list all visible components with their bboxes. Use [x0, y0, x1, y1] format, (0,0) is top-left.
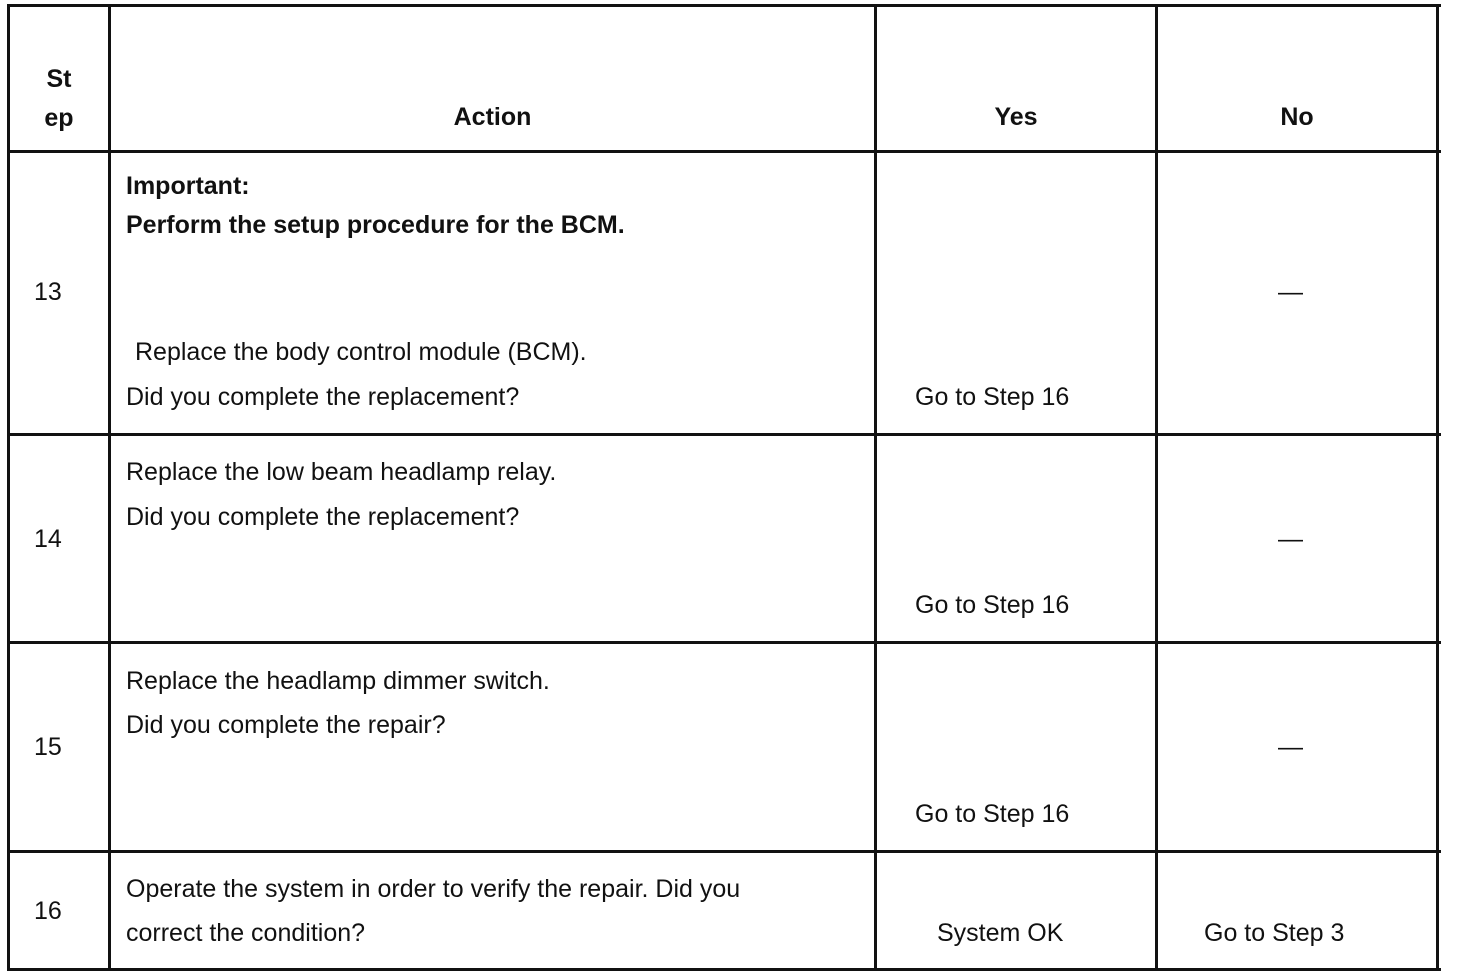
no-result: Go to Step 3 — [1204, 919, 1345, 947]
header-no: No — [1280, 103, 1314, 131]
action-text: Replace the headlamp dimmer switch. — [126, 667, 550, 695]
table-border-right — [1436, 4, 1439, 971]
header-step-line-1: St — [46, 65, 72, 93]
no-result: — — [1278, 525, 1303, 553]
column-divider — [108, 4, 111, 971]
yes-result: Go to Step 16 — [915, 591, 1070, 619]
action-question: Did you complete the repair? — [126, 711, 446, 739]
action-text: Replace the low beam headlamp relay. — [126, 458, 557, 486]
no-result: — — [1278, 278, 1303, 306]
column-divider — [1155, 4, 1158, 971]
header-step-line-2: ep — [44, 104, 74, 132]
action-question: Did you complete the replacement? — [126, 503, 520, 531]
row-divider — [7, 433, 1441, 436]
step-number: 13 — [34, 278, 62, 306]
yes-result: Go to Step 16 — [915, 383, 1070, 411]
step-number: 16 — [34, 897, 62, 925]
action-text: Operate the system in order to verify th… — [126, 875, 741, 903]
header-divider — [7, 150, 1441, 153]
action-text: Replace the body control module (BCM). — [135, 338, 587, 366]
action-question: Did you complete the replacement? — [126, 383, 520, 411]
header-action: Action — [453, 103, 532, 131]
step-number: 15 — [34, 733, 62, 761]
row-divider — [7, 850, 1441, 853]
step-number: 14 — [34, 525, 62, 553]
column-divider — [874, 4, 877, 971]
row-divider — [7, 641, 1441, 644]
yes-result: System OK — [937, 919, 1064, 947]
yes-result: Go to Step 16 — [915, 800, 1070, 828]
table-border-top — [7, 4, 1441, 7]
action-question: correct the condition? — [126, 919, 366, 947]
header-yes: Yes — [994, 103, 1038, 131]
important-label: Important: — [126, 172, 250, 200]
no-result: — — [1278, 733, 1303, 761]
important-note: Perform the setup procedure for the BCM. — [126, 211, 625, 239]
table-border-bottom — [7, 968, 1441, 971]
table-border-left — [7, 4, 10, 971]
